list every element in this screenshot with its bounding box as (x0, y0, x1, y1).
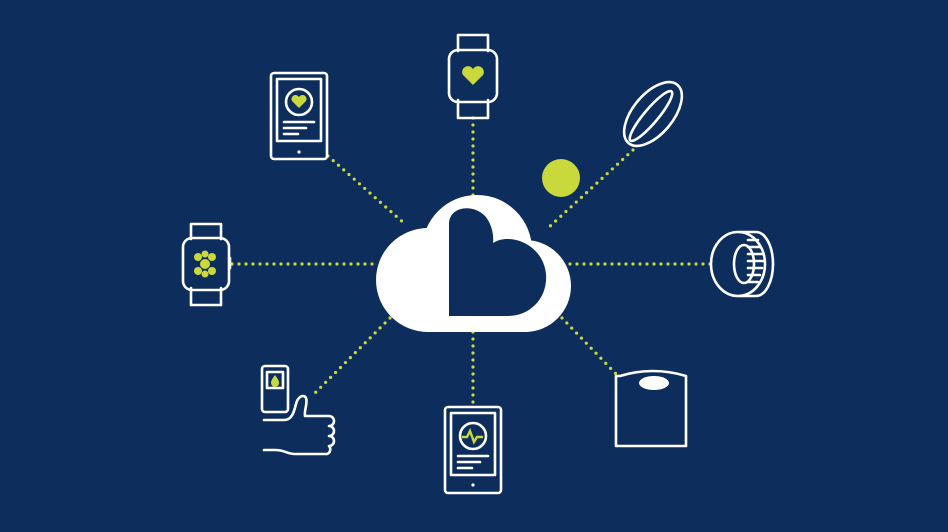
fitness-band-icon (622, 80, 684, 148)
link-bottom-left (310, 316, 392, 398)
connection-lines (230, 116, 714, 408)
glucose-meter-thumbs-up-icon (260, 364, 336, 456)
smartwatch-heart-icon (447, 33, 499, 120)
tablet-heart-icon (269, 71, 329, 161)
cloud-heart-icon (376, 195, 571, 332)
link-bottom-right (560, 316, 620, 378)
tablet-ecg-icon (443, 405, 503, 495)
smartwatch-activity-icon (181, 222, 232, 307)
accent-dot-icon (542, 159, 580, 197)
bathroom-scale-icon (614, 369, 688, 448)
wrist-tracker-icon (709, 230, 775, 298)
